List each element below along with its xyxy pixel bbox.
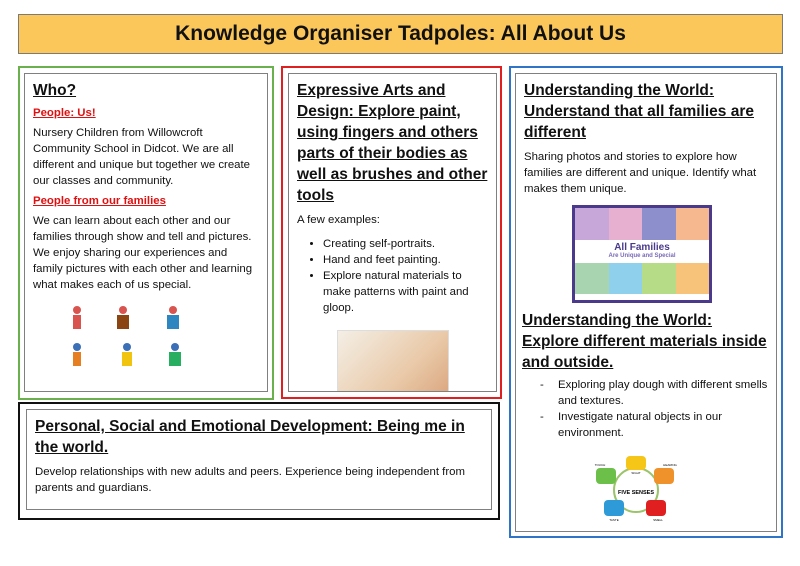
poster-subtitle: Are Unique and Special bbox=[608, 253, 676, 259]
sense-label: SMELL bbox=[653, 518, 663, 522]
utw-materials-list: Exploring play dough with different smel… bbox=[540, 377, 772, 441]
psed-panel bbox=[18, 402, 500, 520]
utw-section: Understanding the World: Understand that… bbox=[515, 73, 777, 532]
utw-panel bbox=[509, 66, 783, 538]
ead-list: Creating self-portraits. Hand and feet p… bbox=[323, 236, 488, 316]
sense-label: TOUCH bbox=[595, 463, 606, 467]
psed-text: Develop relationships with new adults an… bbox=[35, 466, 465, 494]
who-text-2: We can learn about each other and our fa… bbox=[33, 215, 253, 291]
five-senses-diagram: FIVE SENSES SIGHT HEARING SMELL TASTE TO… bbox=[595, 456, 677, 522]
tongue-icon bbox=[604, 500, 624, 516]
families-clipart-image bbox=[73, 306, 181, 366]
list-item: Hand and feet painting. bbox=[323, 252, 488, 268]
who-section: Who? People: Us! Nursery Children from W… bbox=[24, 73, 268, 392]
list-item: Explore natural materials to make patter… bbox=[323, 268, 488, 316]
eye-icon bbox=[626, 456, 646, 470]
ead-intro: A few examples: bbox=[297, 214, 380, 226]
who-heading: Who? bbox=[33, 82, 77, 99]
psed-heading: Personal, Social and Emotional Developme… bbox=[35, 418, 465, 456]
all-families-poster: All Families Are Unique and Special bbox=[572, 205, 712, 303]
sense-label: TASTE bbox=[609, 518, 618, 522]
utw-families-heading: Understanding the World: Understand that… bbox=[524, 82, 754, 141]
ead-panel bbox=[281, 66, 502, 399]
list-item: Creating self-portraits. bbox=[323, 236, 488, 252]
sense-label: HEARING bbox=[663, 463, 677, 467]
senses-center-label: FIVE SENSES bbox=[618, 490, 654, 496]
utw-materials-heading: Understanding the World: Explore differe… bbox=[522, 312, 767, 371]
families-subheading: People from our families bbox=[33, 195, 166, 207]
who-text-1: Nursery Children from Willowcroft Commun… bbox=[33, 127, 251, 187]
ead-section: Expressive Arts and Design: Explore pain… bbox=[288, 73, 497, 392]
list-item: Investigate natural objects in our envir… bbox=[540, 409, 772, 441]
nose-icon bbox=[646, 500, 666, 516]
page-title: Knowledge Organiser Tadpoles: All About … bbox=[18, 14, 783, 54]
utw-families-text: Sharing photos and stories to explore ho… bbox=[524, 151, 757, 195]
psed-section: Personal, Social and Emotional Developme… bbox=[26, 409, 492, 510]
people-us-subheading: People: Us! bbox=[33, 107, 96, 119]
poster-title: All Families bbox=[614, 242, 670, 253]
ead-heading: Expressive Arts and Design: Explore pain… bbox=[297, 82, 488, 204]
hand-painting-image bbox=[336, 330, 449, 391]
who-panel bbox=[18, 66, 274, 400]
list-item: Exploring play dough with different smel… bbox=[540, 377, 772, 409]
ear-icon bbox=[654, 468, 674, 484]
hand-icon bbox=[596, 468, 616, 484]
sense-label: SIGHT bbox=[631, 471, 640, 475]
